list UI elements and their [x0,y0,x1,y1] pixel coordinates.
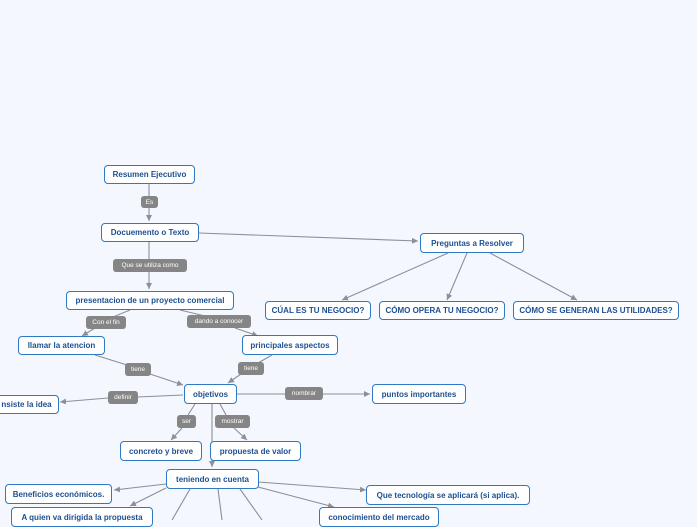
edge-teniendo-offscreen-3 [239,488,263,520]
edge-label-que-se-utiliza: Que se utiliza como [113,259,187,272]
node-objetivos[interactable]: objetivos [184,384,237,404]
node-teniendo-cuenta[interactable]: teniendo en cuenta [166,469,259,489]
edge-ser-concreto [170,427,183,441]
node-como-opera[interactable]: CÓMO OPERA TU NEGOCIO? [379,301,505,320]
edge-label-definir: definir [108,391,138,404]
node-resumen-ejecutivo[interactable]: Resumen Ejecutivo [104,165,195,184]
edge-label-nombrar: nombrar [285,387,323,400]
edge-documento-preguntas [198,232,419,244]
edge-label-tiene-2: tiene [238,362,264,375]
edge-principales-tiene [257,354,273,364]
edge-tiene2-objetivos [227,373,242,384]
node-cual-negocio[interactable]: CÚAL ES TU NEGOCIO? [265,301,371,320]
node-dirigida[interactable]: A quien va dirigida la propuesta [11,507,153,527]
node-llamar-atencion[interactable]: llamar la atencion [18,336,105,355]
edge-label-tiene-1: tiene [125,363,151,376]
node-presentacion[interactable]: presentacion de un proyecto comercial [66,291,234,310]
edge-definir-consiste [59,397,109,405]
edge-label-es: Es [141,196,158,208]
edge-confin-llamar [81,327,96,337]
edge-label-con-el-fin: Con el fin [86,316,126,329]
edge-teniendo-beneficios [113,483,167,493]
node-preguntas[interactable]: Preguntas a Resolver [420,233,524,253]
edge-presentacion-confin [112,309,131,318]
edge-teniendo-dirigida [129,487,167,507]
node-concreto-breve[interactable]: concreto y breve [120,441,202,461]
edge-teniendo-conocimiento [257,486,335,509]
node-consiste-idea[interactable]: nsiste la idea [0,395,59,414]
node-beneficios[interactable]: Beneficios económicos. [5,484,112,504]
node-propuesta-valor[interactable]: propuesta de valor [210,441,301,461]
edge-preguntas-opera [446,252,468,301]
edge-label-dando-a-conocer: dando a conocer [187,315,251,328]
edge-teniendo-tecnologia [257,481,367,493]
edge-label-ser: ser [177,415,196,428]
node-documento[interactable]: Docuemento o Texto [101,223,199,242]
edge-dando-principales [234,327,259,337]
node-puntos-importantes[interactable]: puntos importantes [372,384,466,404]
edge-objetivos-mostrar [219,403,227,416]
edge-mostrar-propuesta [233,427,248,441]
node-como-generan[interactable]: CÓMO SE GENERAN LAS UTILIDADES? [513,301,679,320]
edge-tiene-objetivos [149,373,184,386]
node-principales-aspectos[interactable]: principales aspectos [242,335,338,355]
edge-objetivos-ser [187,403,196,416]
node-conocimiento[interactable]: conocimiento del mercado [319,507,439,527]
edge-teniendo-offscreen-2 [217,488,223,520]
edge-label-mostrar: mostrar [215,415,250,428]
edge-preguntas-generan [489,252,578,301]
edge-preguntas-cual [341,252,449,301]
node-tecnologia[interactable]: Que tecnología se aplicará (si aplica). [366,485,530,505]
edge-objetivos-definir [137,394,184,398]
edge-teniendo-offscreen-1 [171,488,191,520]
edge-llamar-tiene [94,354,128,366]
